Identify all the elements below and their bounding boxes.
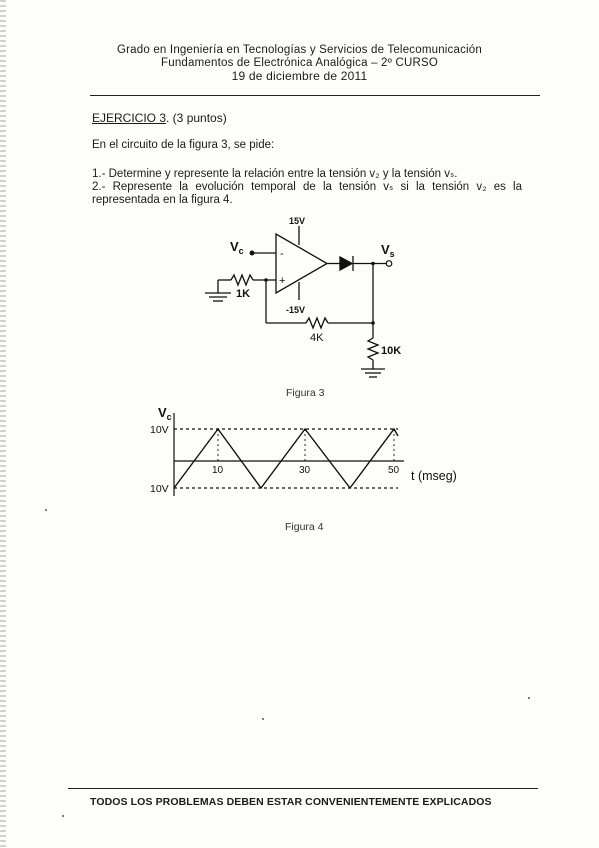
footer-note: TODOS LOS PROBLEMAS DEBEN ESTAR CONVENIE…	[90, 796, 492, 808]
r1-label: 1K	[236, 288, 250, 300]
exercise-item-1: 1.- Determine y represente la relación e…	[92, 168, 458, 180]
resistor-4k	[305, 316, 329, 330]
exercise-items: 1.- Determine y represente la relación e…	[92, 168, 522, 207]
exercise-points: . (3 puntos)	[166, 111, 227, 125]
vplus-label: 15V	[289, 216, 305, 226]
r3-label: 10K	[381, 345, 401, 357]
exercise-item-2: 2.- Represente la evolución temporal de …	[92, 181, 522, 206]
triangle-wave	[173, 427, 399, 490]
scan-speck	[45, 509, 47, 511]
scan-speck	[62, 815, 64, 817]
vs-label: Vs	[381, 242, 395, 259]
xtick-30: 30	[299, 465, 311, 476]
resistor-10k	[366, 337, 380, 361]
node-vc	[249, 250, 255, 256]
opamp-plus: +	[279, 275, 285, 287]
course-title: Fundamentos de Electrónica Analógica – 2…	[161, 57, 438, 69]
degree-title: Grado en Ingeniería en Tecnologías y Ser…	[116, 44, 483, 56]
footer-rule	[68, 788, 538, 789]
xtick-50: 50	[388, 465, 400, 476]
scan-speck	[528, 697, 530, 699]
scan-edge-artifact	[0, 0, 6, 848]
waveform-xlabel: t (mseg)	[411, 469, 457, 483]
waveform-ylabel: Vc	[158, 405, 172, 422]
header-rule	[90, 95, 540, 96]
exam-header: Grado en Ingeniería en Tecnologías y Ser…	[0, 44, 599, 83]
resistor-1k	[230, 273, 254, 287]
exercise-intro: En el circuito de la figura 3, se pide:	[92, 139, 275, 151]
xtick-10: 10	[212, 465, 224, 476]
vc-label: Vc	[230, 239, 244, 256]
exercise-heading: EJERCICIO 3. (3 puntos)	[92, 111, 227, 125]
node-vs	[385, 260, 393, 267]
ytick-bottom: 10V	[150, 483, 169, 495]
exercise-title: EJERCICIO 3	[92, 111, 167, 125]
diode-symbol	[339, 255, 354, 272]
figure-3-caption: Figura 3	[286, 387, 325, 399]
vminus-label: -15V	[286, 305, 305, 315]
r2-label: 4K	[310, 332, 324, 344]
figure-4-caption: Figura 4	[285, 521, 324, 533]
opamp-minus: -	[280, 248, 284, 260]
scan-speck	[262, 718, 264, 720]
ytick-top: 10V	[150, 424, 169, 436]
opamp-symbol	[275, 232, 329, 295]
exam-date: 19 de diciembre de 2011	[231, 69, 368, 83]
